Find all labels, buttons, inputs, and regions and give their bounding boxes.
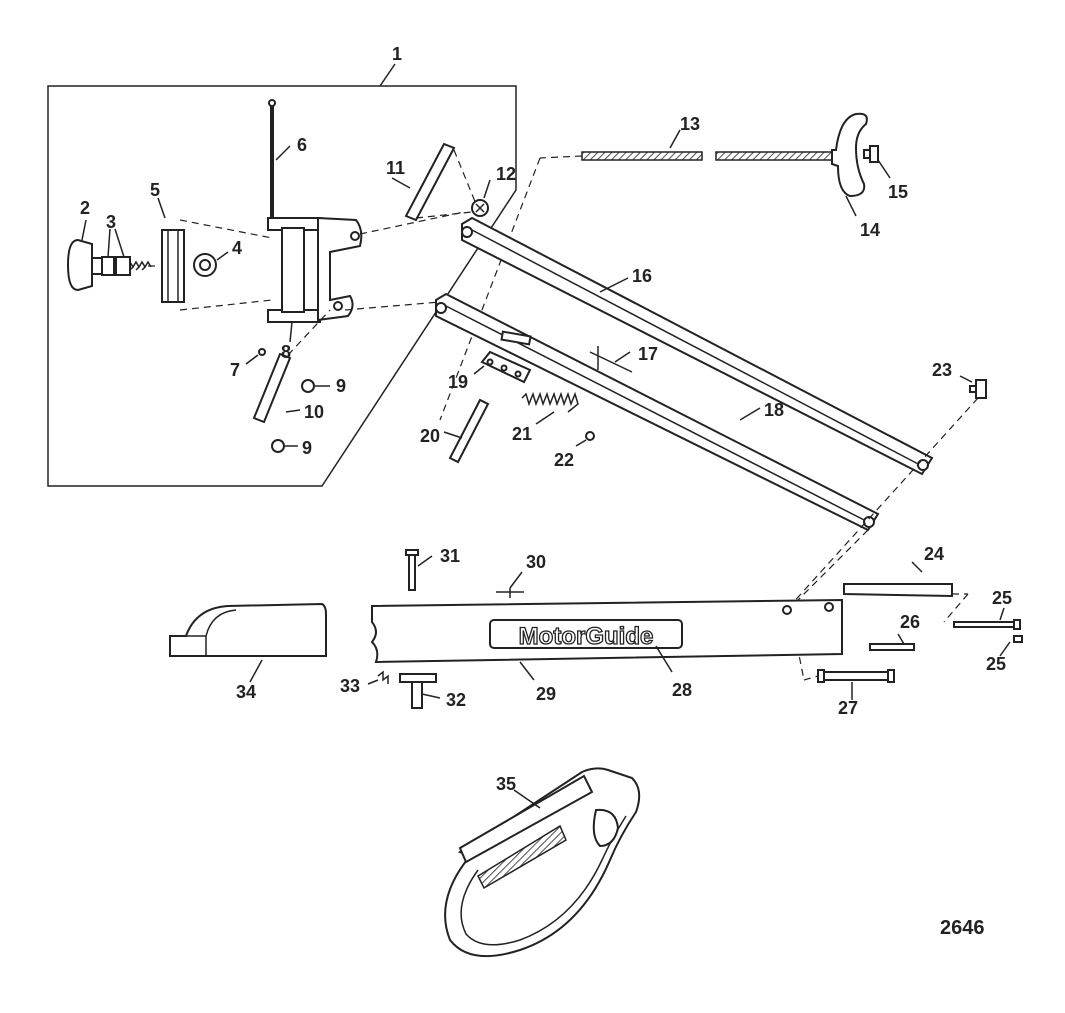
callout-24: 24 — [924, 544, 944, 564]
callout-18: 18 — [764, 400, 784, 420]
callout-31: 31 — [440, 546, 460, 566]
upper-pin — [391, 142, 456, 222]
callout-35: 35 — [496, 774, 516, 794]
callout-13: 13 — [680, 114, 700, 134]
callout-5: 5 — [150, 180, 160, 200]
pins-25 — [953, 607, 1023, 657]
callout-25b: 25 — [986, 654, 1006, 674]
latch-plate — [500, 330, 633, 373]
callout-32: 32 — [446, 690, 466, 710]
callout-19: 19 — [448, 372, 468, 392]
upper-nut — [415, 149, 491, 219]
callout-23: 23 — [932, 360, 952, 380]
callout-labels: 1 2 3 4 5 6 7 8 9 9 10 11 12 13 14 15 16… — [80, 44, 1012, 794]
callout-11: 11 — [386, 158, 405, 178]
pivot-bracket — [267, 216, 363, 343]
screw-33 — [367, 670, 389, 685]
callout-20: 20 — [420, 426, 440, 446]
callout-8: 8 — [281, 342, 291, 362]
callout-10: 10 — [304, 402, 324, 422]
screw-31 — [405, 549, 433, 591]
diagram-id: 2646 — [940, 917, 985, 939]
t-handle — [831, 112, 868, 217]
decal-30 — [496, 571, 524, 598]
assembly-inset-box — [47, 63, 517, 487]
callout-17: 17 — [638, 344, 658, 364]
callout-33: 33 — [340, 676, 360, 696]
pin-26 — [869, 633, 915, 651]
latch-pin — [443, 398, 490, 464]
side-plate — [843, 561, 969, 623]
detent-ball — [245, 348, 266, 365]
lock-rod — [268, 99, 291, 218]
callout-2: 2 — [80, 198, 90, 218]
callout-7: 7 — [230, 360, 240, 380]
washer — [193, 251, 229, 277]
callout-9b: 9 — [302, 438, 312, 458]
strap — [444, 767, 641, 957]
cap-nut — [271, 379, 330, 453]
nut-and-screw — [101, 228, 160, 276]
callout-22: 22 — [554, 450, 574, 470]
callout-25a: 25 — [992, 588, 1012, 608]
knob — [66, 219, 103, 292]
clamp-pad — [157, 197, 273, 311]
callout-1: 1 — [392, 44, 402, 64]
callout-30: 30 — [526, 552, 546, 572]
shaft-27 — [789, 609, 895, 700]
callout-3: 3 — [106, 212, 116, 232]
callout-9a: 9 — [336, 376, 346, 396]
callout-12: 12 — [496, 164, 516, 184]
cover — [169, 602, 327, 683]
callout-21: 21 — [512, 424, 532, 444]
motorguide-logo: MotorGuide — [489, 619, 683, 673]
latch — [473, 350, 532, 384]
t-bolt — [399, 673, 441, 709]
screw-22 — [575, 431, 595, 447]
logo-text: MotorGuide — [519, 623, 654, 650]
callout-14: 14 — [860, 220, 880, 240]
callout-6: 6 — [297, 135, 307, 155]
pivot-pin — [252, 309, 331, 424]
callout-4: 4 — [232, 238, 242, 258]
spring — [521, 391, 579, 425]
callout-29: 29 — [536, 684, 556, 704]
callout-34: 34 — [236, 682, 256, 702]
callout-26: 26 — [900, 612, 920, 632]
callout-15: 15 — [888, 182, 908, 202]
bushing — [789, 375, 987, 607]
callout-16: 16 — [632, 266, 652, 286]
callout-27: 27 — [838, 698, 858, 718]
handle-cap — [863, 145, 891, 179]
callout-28: 28 — [672, 680, 692, 700]
